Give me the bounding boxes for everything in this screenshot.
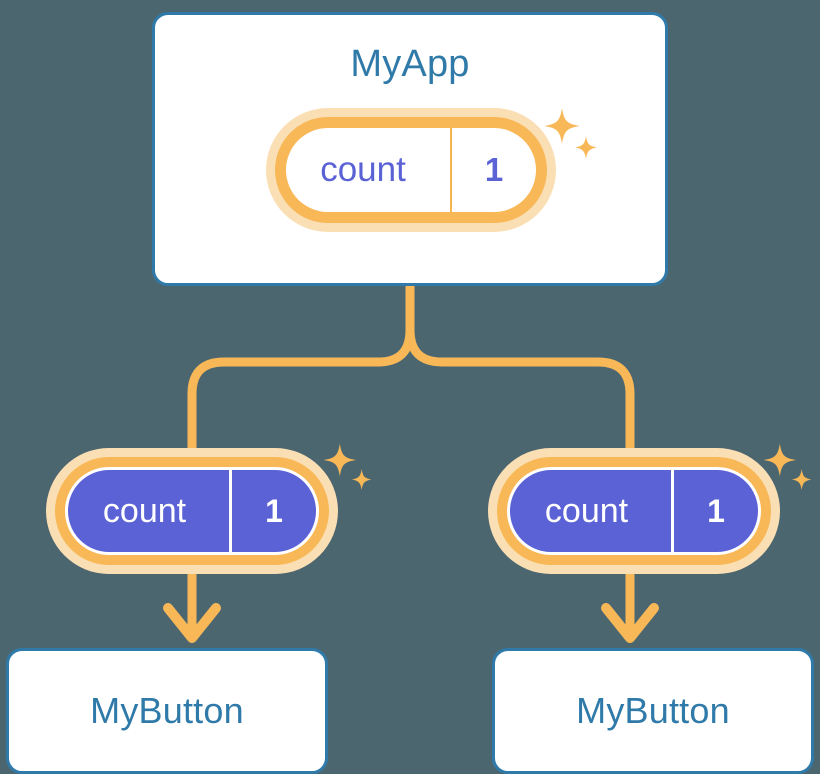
state-value-label: 1 (671, 470, 758, 552)
connector-branch-right (405, 281, 635, 457)
component-card-mybutton-left[interactable]: MyButton (6, 648, 328, 774)
state-key-label: count (102, 491, 187, 530)
state-key-label: count (544, 491, 629, 530)
component-label: MyButton (576, 690, 730, 731)
connector-branch-left (187, 281, 415, 457)
state-pill-body: count 1 (286, 128, 536, 212)
state-pill-child-left[interactable]: count 1 (46, 448, 338, 574)
state-value-label: 1 (229, 470, 316, 552)
component-label: MyButton (90, 690, 244, 731)
state-pill-root[interactable]: count 1 (266, 108, 556, 232)
state-pill-body: count 1 (65, 467, 319, 555)
arrow-down-icon-right (601, 574, 659, 643)
state-pill-child-right[interactable]: count 1 (488, 448, 780, 574)
page-title: MyApp (350, 43, 470, 85)
arrow-down-icon-left (163, 574, 221, 643)
state-value-label: 1 (450, 128, 536, 212)
state-key-label: count (320, 150, 406, 189)
state-pill-body: count 1 (507, 467, 761, 555)
component-card-mybutton-right[interactable]: MyButton (492, 648, 814, 774)
